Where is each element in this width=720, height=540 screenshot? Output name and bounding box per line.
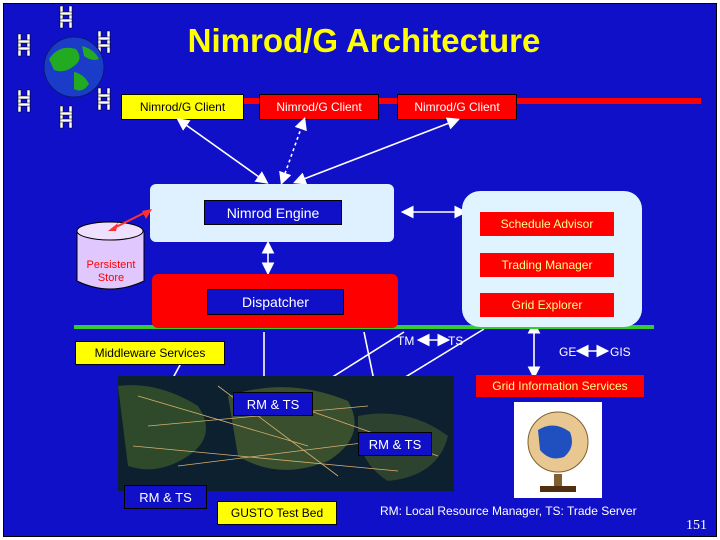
store-engine-arrow xyxy=(108,209,152,231)
client3-engine-arrow xyxy=(293,117,460,185)
schedule-advisor-box: Schedule Advisor xyxy=(480,212,614,236)
middleware-box: Middleware Services xyxy=(75,341,225,365)
dispatcher-box: Dispatcher xyxy=(207,289,344,315)
testbed-label: GUSTO Test Bed xyxy=(217,501,337,525)
rm-ts-box-1: RM & TS xyxy=(233,392,313,416)
globe-icon xyxy=(43,36,105,98)
engine-box: Nimrod Engine xyxy=(204,200,342,225)
client-box-3: Nimrod/G Client xyxy=(397,94,517,120)
globe-image xyxy=(514,402,602,498)
page-number: 151 xyxy=(686,518,707,533)
ts-label: TS xyxy=(448,334,464,348)
trading-manager-box: Trading Manager xyxy=(480,253,614,277)
rm-ts-box-2: RM & TS xyxy=(358,432,432,456)
client2-engine-arrow xyxy=(279,116,307,186)
grid-info-services-box: Grid Information Services xyxy=(476,375,644,397)
client-box-1: Nimrod/G Client xyxy=(121,94,244,120)
tm-label: TM xyxy=(397,334,415,348)
mw-rm5-line xyxy=(393,328,485,385)
store-line-1: Persistent xyxy=(86,259,136,271)
client1-engine-arrow xyxy=(176,118,269,184)
page-title: Nimrod/G Architecture xyxy=(187,22,541,59)
tower-icon xyxy=(59,105,73,129)
tower-icon xyxy=(59,5,73,29)
logo-cluster xyxy=(17,5,111,129)
persistent-store-label: Persistent Store xyxy=(76,259,146,285)
grid-explorer-box: Grid Explorer xyxy=(480,293,614,317)
tower-icon xyxy=(97,87,111,111)
rm-ts-box-3: RM & TS xyxy=(124,485,207,509)
footnote: RM: Local Resource Manager, TS: Trade Se… xyxy=(380,504,637,518)
tower-icon xyxy=(17,89,31,113)
ge-label: GE xyxy=(559,345,577,359)
store-line-2: Store xyxy=(97,272,125,284)
gis-label: GIS xyxy=(610,345,631,359)
tower-icon xyxy=(17,33,31,57)
slide-background: Nimrod/G Architecture Nimrod/G Client Ni… xyxy=(3,3,717,537)
